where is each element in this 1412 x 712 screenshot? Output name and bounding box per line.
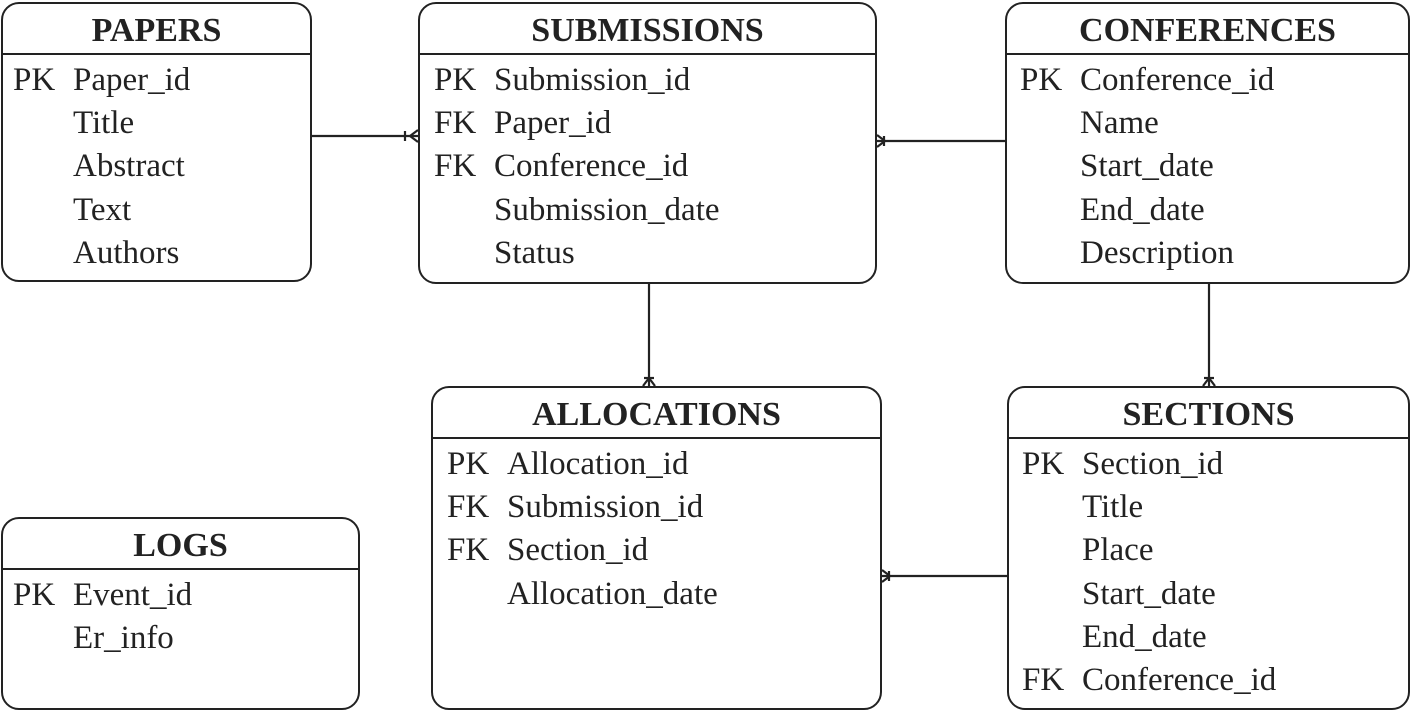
- attribute-list: PK Event_id Er_info: [13, 574, 350, 660]
- attribute-row: PK Allocation_id: [447, 443, 872, 486]
- attribute-name: Er_info: [73, 620, 174, 657]
- relationship-submissions-allocations: [642, 284, 656, 387]
- attribute-row: PK Section_id: [1022, 443, 1400, 486]
- attribute-row: FK Submission_id: [447, 486, 872, 529]
- attribute-name: Description: [1080, 234, 1234, 271]
- attribute-name: Paper_id: [494, 105, 612, 142]
- attribute-row: Submission_date: [434, 189, 867, 232]
- attribute-row: FK Section_id: [447, 529, 872, 572]
- attribute-name: Start_date: [1080, 148, 1214, 185]
- attribute-name: Section_id: [507, 532, 649, 569]
- entity-title: CONFERENCES: [1007, 4, 1408, 55]
- attribute-row: Authors: [13, 232, 302, 275]
- entity-papers: PAPERS PK Paper_id Title Abstract Text Au…: [1, 2, 312, 282]
- attribute-name: Paper_id: [73, 62, 191, 98]
- attribute-row: FK Conference_id: [434, 145, 867, 188]
- attribute-name: End_date: [1080, 191, 1205, 228]
- entity-logs: LOGS PK Event_id Er_info: [1, 517, 360, 710]
- attribute-list: PK Allocation_id FK Submission_id FK Sectio…: [447, 443, 872, 616]
- key-marker: FK: [447, 532, 490, 569]
- attribute-name: Conference_id: [494, 148, 689, 185]
- relationship-conferences-sections: [1202, 284, 1216, 387]
- key-marker: FK: [447, 489, 490, 526]
- attribute-name: Status: [494, 234, 575, 271]
- attribute-row: Name: [1020, 102, 1400, 145]
- attribute-name: Event_id: [73, 577, 193, 613]
- key-marker: FK: [1022, 661, 1065, 698]
- key-marker: PK: [1020, 62, 1063, 98]
- attribute-name: Conference_id: [1080, 62, 1275, 98]
- attribute-row: PK Paper_id: [13, 59, 302, 102]
- attribute-name: Start_date: [1082, 575, 1216, 612]
- attribute-name: Text: [73, 191, 132, 228]
- attribute-row: Status: [434, 232, 867, 275]
- attribute-row: PK Event_id: [13, 574, 350, 617]
- entity-title: PAPERS: [3, 4, 310, 55]
- entity-submissions: SUBMISSIONS PK Submission_id FK Paper_id F…: [418, 2, 877, 284]
- key-marker: FK: [434, 105, 477, 142]
- attribute-name: End_date: [1082, 618, 1207, 655]
- attribute-list: PK Conference_id Name Start_date End_date…: [1020, 59, 1400, 275]
- entity-sections: SECTIONS PK Section_id Title Place Start_…: [1007, 386, 1410, 710]
- attribute-row: Start_date: [1022, 573, 1400, 616]
- attribute-row: FK Paper_id: [434, 102, 867, 145]
- attribute-row: Title: [13, 102, 302, 145]
- attribute-name: Allocation_id: [507, 446, 689, 482]
- attribute-row: Text: [13, 189, 302, 232]
- relationship-papers-submissions: [312, 129, 419, 143]
- attribute-name: Name: [1080, 105, 1159, 142]
- attribute-name: Submission_id: [507, 489, 704, 526]
- attribute-row: End_date: [1020, 189, 1400, 232]
- attribute-name: Section_id: [1082, 446, 1224, 482]
- entity-allocations: ALLOCATIONS PK Allocation_id FK Submission…: [431, 386, 882, 710]
- attribute-list: PK Submission_id FK Paper_id FK Conference_…: [434, 59, 867, 275]
- attribute-row: Abstract: [13, 145, 302, 188]
- entity-title: SECTIONS: [1009, 388, 1408, 439]
- attribute-name: Title: [1082, 489, 1144, 526]
- attribute-name: Conference_id: [1082, 661, 1277, 698]
- attribute-name: Submission_date: [494, 191, 720, 228]
- attribute-row: Er_info: [13, 617, 350, 660]
- entity-title: SUBMISSIONS: [420, 4, 875, 55]
- attribute-name: Abstract: [73, 148, 185, 185]
- attribute-row: PK Conference_id: [1020, 59, 1400, 102]
- key-marker: FK: [434, 148, 477, 185]
- attribute-row: Start_date: [1020, 145, 1400, 188]
- key-marker: PK: [434, 62, 477, 98]
- attribute-row: End_date: [1022, 616, 1400, 659]
- attribute-row: PK Submission_id: [434, 59, 867, 102]
- attribute-name: Title: [73, 105, 135, 142]
- key-marker: PK: [447, 446, 490, 482]
- relationship-sections-allocations: [881, 569, 1007, 583]
- entity-title: ALLOCATIONS: [433, 388, 880, 439]
- attribute-list: PK Paper_id Title Abstract Text Authors: [13, 59, 302, 275]
- attribute-name: Place: [1082, 532, 1154, 569]
- attribute-row: Place: [1022, 529, 1400, 572]
- attribute-row: Title: [1022, 486, 1400, 529]
- relationship-conferences-submissions: [876, 134, 1005, 148]
- attribute-row: FK Conference_id: [1022, 659, 1400, 702]
- attribute-list: PK Section_id Title Place Start_date End_…: [1022, 443, 1400, 702]
- entity-conferences: CONFERENCES PK Conference_id Name Start_d…: [1005, 2, 1410, 284]
- key-marker: PK: [13, 577, 56, 613]
- entity-title: LOGS: [3, 519, 358, 570]
- attribute-row: Allocation_date: [447, 573, 872, 616]
- attribute-name: Allocation_date: [507, 575, 718, 612]
- key-marker: PK: [13, 62, 56, 98]
- attribute-row: Description: [1020, 232, 1400, 275]
- attribute-name: Submission_id: [494, 62, 691, 98]
- attribute-name: Authors: [73, 234, 180, 271]
- key-marker: PK: [1022, 446, 1065, 482]
